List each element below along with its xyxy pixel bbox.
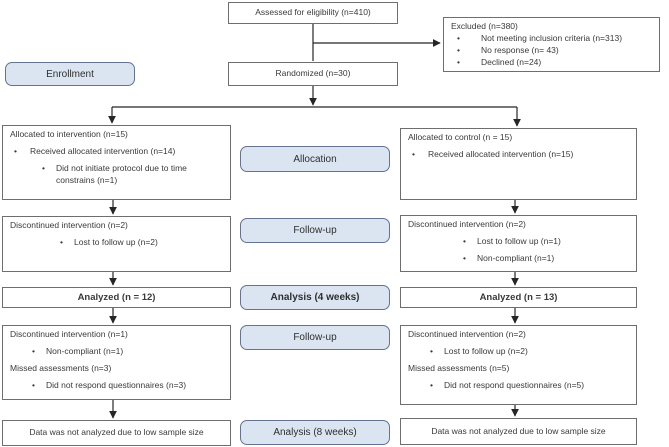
enrollment-label: Enrollment	[46, 68, 94, 80]
bullet-text: No response (n= 43)	[481, 44, 559, 55]
discontinued-bullet: Lost to follow up (n=2)	[60, 237, 223, 249]
bullet-marker	[451, 57, 481, 69]
followup-label: Follow-up	[293, 225, 337, 236]
bullet-marker	[451, 45, 481, 57]
intervention-analyzed-box: Analyzed (n = 12)	[2, 287, 231, 308]
allocated-bullet: Received allocated intervention (n=15)	[412, 149, 629, 161]
bullet-marker	[32, 380, 46, 392]
allocated-bullet: Received allocated intervention (n=14)	[14, 146, 223, 158]
bullet-marker	[60, 237, 74, 249]
not-analyzed-text: Data was not analyzed due to low sample …	[29, 427, 204, 438]
bullet-marker	[42, 163, 56, 187]
bullet-text: Lost to follow up (n=2)	[74, 236, 158, 247]
bullet-text: Non-compliant (n=1)	[46, 345, 124, 356]
bullet-text: Received allocated intervention (n=15)	[428, 148, 574, 159]
control-discontinued-8w-box: Discontinued intervention (n=2) Lost to …	[400, 325, 637, 405]
bullet-text: Not meeting inclusion criteria (n=313)	[481, 32, 623, 43]
allocated-sub-bullet: Did not initiate protocol due to time co…	[42, 163, 223, 187]
missed-assessments-line: Missed assessments (n=3)	[10, 362, 112, 373]
randomized-box: Randomized (n=30)	[228, 62, 398, 86]
followup-badge-2: Follow-up	[240, 325, 390, 350]
intervention-allocated-box: Allocated to intervention (n=15) Receive…	[2, 125, 231, 200]
bullet-text: Did not initiate protocol due to time co…	[56, 162, 187, 185]
followup-badge-1: Follow-up	[240, 218, 390, 243]
allocated-title: Allocated to control (n = 15)	[408, 132, 513, 142]
analysis-8w-label: Analysis (8 weeks)	[273, 427, 357, 438]
bullet-marker	[451, 33, 481, 45]
bullet-text: Received allocated intervention (n=14)	[30, 145, 176, 156]
control-analyzed-box: Analyzed (n = 13)	[400, 287, 637, 308]
discontinued-bullet: Non-compliant (n=1)	[32, 346, 223, 358]
bullet-text: Lost to follow up (n=2)	[444, 345, 528, 356]
analyzed-text: Analyzed (n = 13)	[479, 291, 558, 303]
assessed-text: Assessed for eligibility (n=410)	[255, 7, 371, 18]
bullet-marker	[412, 149, 428, 161]
bullet-text: Declined (n=24)	[481, 56, 542, 67]
discontinued-line: Discontinued intervention (n=2)	[408, 329, 526, 339]
allocated-title: Allocated to intervention (n=15)	[10, 129, 128, 139]
assessed-box: Assessed for eligibility (n=410)	[228, 2, 398, 24]
intervention-discontinued-8w-box: Discontinued intervention (n=1) Non-comp…	[2, 325, 231, 400]
intervention-discontinued-4w-box: Discontinued intervention (n=2) Lost to …	[2, 216, 231, 272]
randomized-text: Randomized (n=30)	[275, 68, 351, 79]
excluded-bullet: Declined (n=24)	[451, 57, 652, 69]
control-discontinued-4w-box: Discontinued intervention (n=2) Lost to …	[400, 215, 637, 272]
bullet-marker	[14, 146, 30, 158]
excluded-box: Excluded (n=380) Not meeting inclusion c…	[443, 17, 660, 72]
control-not-analyzed-box: Data was not analyzed due to low sample …	[400, 418, 637, 445]
excluded-bullet: Not meeting inclusion criteria (n=313)	[451, 33, 652, 45]
discontinued-bullet: Lost to follow up (n=1)	[463, 236, 629, 248]
intervention-not-analyzed-box: Data was not analyzed due to low sample …	[2, 420, 231, 446]
excluded-bullet: No response (n= 43)	[451, 45, 652, 57]
allocation-badge: Allocation	[240, 146, 390, 172]
discontinued-title: Discontinued intervention (n=2)	[408, 219, 526, 229]
excluded-title: Excluded (n=380)	[451, 21, 518, 31]
analysis-4w-label: Analysis (4 weeks)	[270, 292, 360, 303]
discontinued-bullet: Did not respond questionnaires (n=3)	[32, 380, 223, 392]
bullet-text: Non-compliant (n=1)	[477, 252, 555, 263]
bullet-marker	[430, 380, 444, 392]
analysis-4w-badge: Analysis (4 weeks)	[240, 285, 390, 310]
discontinued-title: Discontinued intervention (n=2)	[10, 220, 128, 230]
bullet-marker	[463, 253, 477, 265]
bullet-marker	[32, 346, 46, 358]
bullet-text: Lost to follow up (n=1)	[477, 235, 561, 246]
bullet-text: Did not respond questionnaires (n=5)	[444, 379, 585, 390]
followup-label: Follow-up	[293, 332, 337, 343]
discontinued-line: Discontinued intervention (n=1)	[10, 329, 128, 339]
discontinued-bullet: Lost to follow up (n=2)	[430, 346, 629, 358]
discontinued-bullet: Non-compliant (n=1)	[463, 253, 629, 265]
analyzed-text: Analyzed (n = 12)	[77, 291, 156, 303]
bullet-text: Did not respond questionnaires (n=3)	[46, 379, 187, 390]
discontinued-bullet: Did not respond questionnaires (n=5)	[430, 380, 629, 392]
control-allocated-box: Allocated to control (n = 15) Received a…	[400, 128, 637, 200]
allocation-label: Allocation	[293, 153, 337, 165]
bullet-marker	[430, 346, 444, 358]
not-analyzed-text: Data was not analyzed due to low sample …	[431, 425, 606, 436]
bullet-marker	[463, 236, 477, 248]
enrollment-badge: Enrollment	[5, 62, 135, 86]
analysis-8w-badge: Analysis (8 weeks)	[240, 420, 390, 445]
missed-assessments-line: Missed assessments (n=5)	[408, 362, 510, 373]
